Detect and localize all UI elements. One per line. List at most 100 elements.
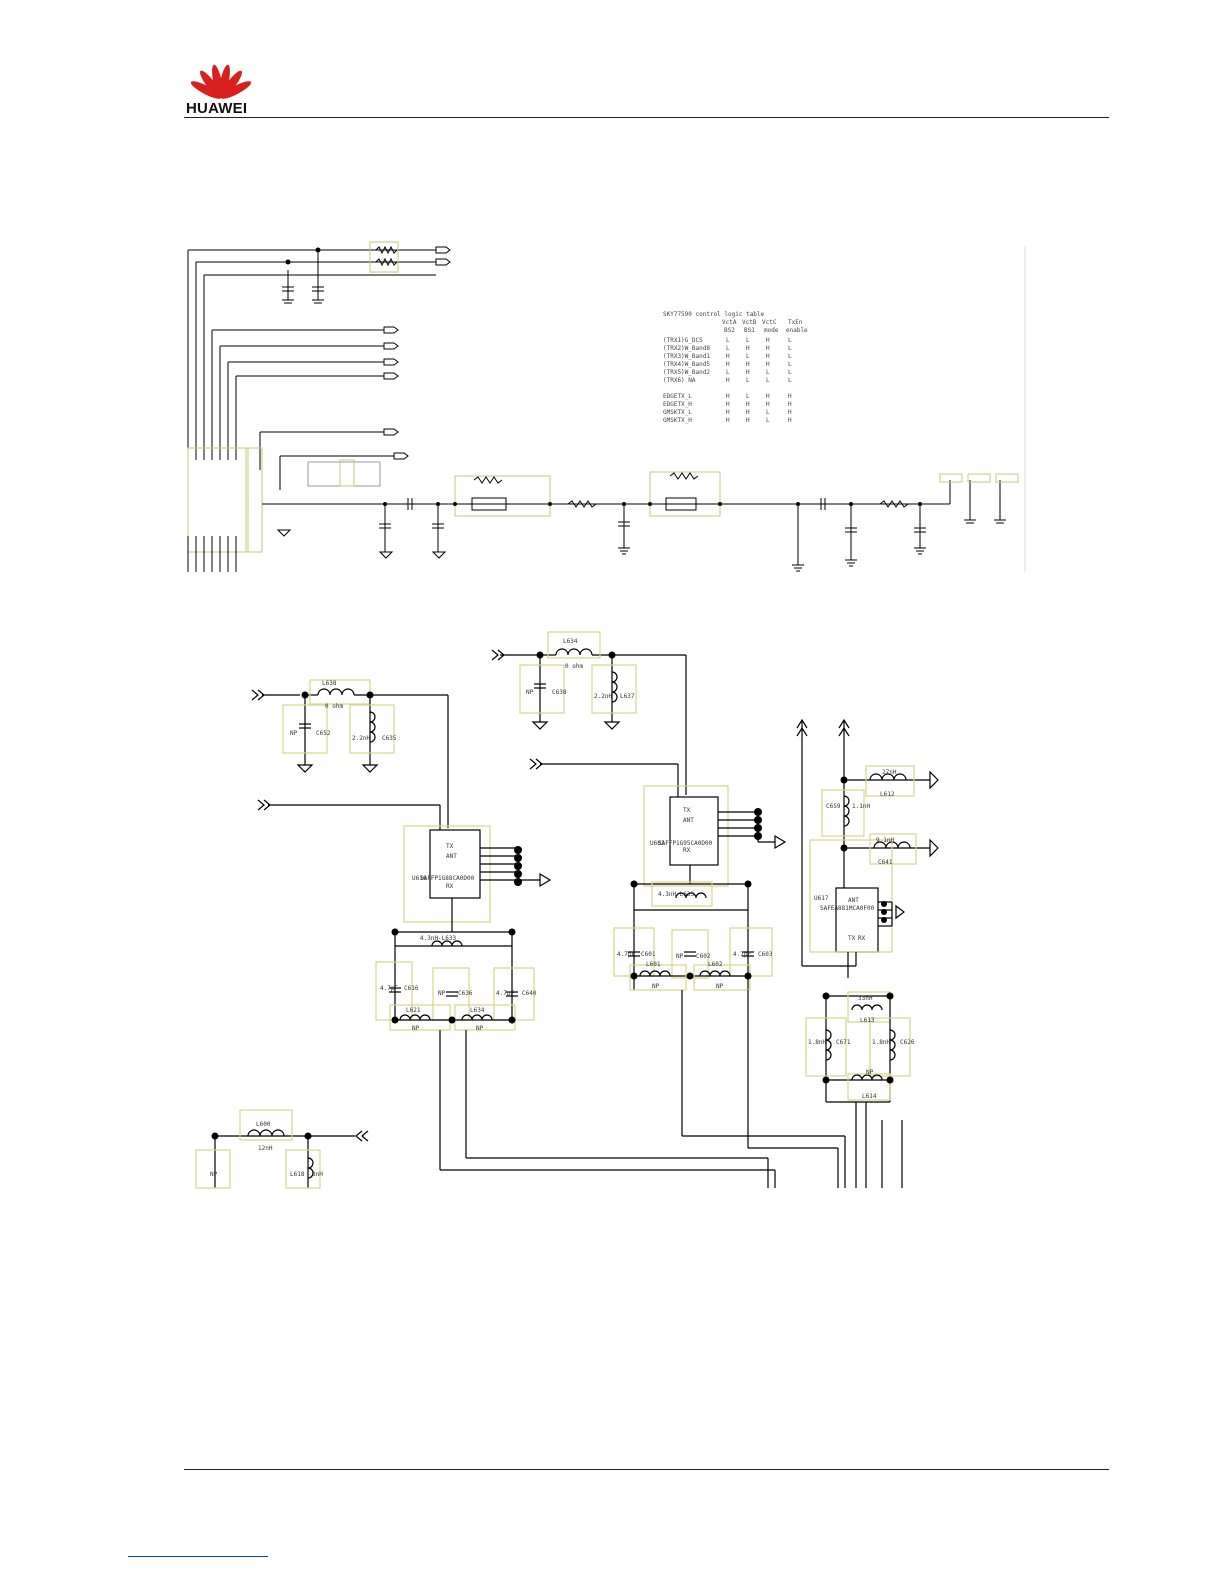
- svg-text:L: L: [746, 353, 750, 360]
- u616-part: SAFFP1G88CA0D00: [420, 875, 475, 882]
- logic-row-label: EDGETX_L: [663, 393, 692, 400]
- svg-text:L: L: [788, 369, 792, 376]
- l602-label: L602: [708, 961, 723, 968]
- logic-sub-1: BS2: [724, 327, 735, 334]
- huawei-flower-logo: [190, 64, 252, 99]
- np-label: NP: [652, 983, 660, 990]
- l618-value: 3nH: [312, 1171, 323, 1178]
- logic-row-label: (TRX1)G_DCS: [663, 337, 703, 344]
- c603-label: C603: [758, 951, 773, 958]
- svg-text:L: L: [788, 377, 792, 384]
- u602-name: U602: [650, 840, 665, 847]
- l613-label: L613: [860, 1017, 875, 1024]
- logic-table-title: SKY77590 control logic table: [663, 311, 765, 318]
- svg-text:H: H: [726, 417, 730, 424]
- l612-value: 27nH: [882, 769, 897, 776]
- logic-row-label: (TRX2)W_Band8: [663, 345, 710, 352]
- svg-text:H: H: [726, 353, 730, 360]
- svg-text:H: H: [766, 393, 770, 400]
- logic-row-label: (TRX4)W_Band5: [663, 361, 710, 368]
- c652-label: C652: [316, 730, 331, 737]
- svg-text:L: L: [726, 345, 730, 352]
- svg-text:H: H: [746, 401, 750, 408]
- l637-label: L637: [620, 693, 635, 700]
- svg-text:L: L: [788, 337, 792, 344]
- svg-text:L: L: [788, 345, 792, 352]
- c638-label: C638: [552, 689, 567, 696]
- np-label: NP: [210, 1171, 218, 1178]
- l614-label: L614: [862, 1093, 877, 1100]
- svg-text:H: H: [766, 353, 770, 360]
- svg-text:H: H: [746, 345, 750, 352]
- u602-part: SAFFP1G95CA0D00: [658, 840, 713, 847]
- l634-value: 0 ohm: [565, 663, 583, 670]
- l638-label: L638: [322, 680, 337, 687]
- svg-text:L: L: [746, 393, 750, 400]
- l-value: 2.2nH: [352, 735, 370, 742]
- c659-value: 1.1nH: [852, 803, 870, 810]
- c601-label: C601: [641, 951, 656, 958]
- logic-row-label: GMSKTX_L: [663, 409, 692, 416]
- brand-name: HUAWEI: [186, 100, 248, 117]
- header-rule: [184, 117, 1109, 118]
- logic-col-4: TxEn: [788, 319, 803, 326]
- c671-value: 1.8nH: [808, 1039, 826, 1046]
- l618-label: L618: [290, 1171, 305, 1178]
- svg-text:H: H: [746, 417, 750, 424]
- u617-part: SAFEA881MCA0F00: [820, 905, 875, 912]
- c671-label: C671: [836, 1039, 851, 1046]
- svg-text:H: H: [726, 377, 730, 384]
- svg-text:L: L: [788, 353, 792, 360]
- c641-value: 9.1nH: [876, 837, 894, 844]
- logic-row-label: (TRX6) NA: [663, 377, 696, 384]
- c659-label: C659: [826, 803, 841, 810]
- svg-text:L: L: [746, 377, 750, 384]
- svg-text:H: H: [746, 361, 750, 368]
- svg-text:L: L: [766, 369, 770, 376]
- u617-rx: RX: [858, 935, 866, 942]
- logic-sub-2: BS1: [744, 327, 755, 334]
- l638-value: 0 ohm: [325, 703, 343, 710]
- u617-ant: ANT: [848, 897, 859, 904]
- l613-value: 33nH: [858, 995, 873, 1002]
- c616-label: C616: [404, 985, 419, 992]
- u616-rx: RX: [446, 883, 454, 890]
- l633b-label: 4.3nH-L633: [658, 891, 695, 898]
- logic-row-label: GMSKTX_H: [663, 417, 692, 424]
- l601-label: L601: [646, 961, 661, 968]
- svg-text:L: L: [726, 337, 730, 344]
- c641-label: C641: [878, 859, 893, 866]
- l634-label: L634: [563, 638, 578, 645]
- footnote-link-line[interactable]: [128, 1556, 268, 1557]
- svg-text:H: H: [788, 417, 792, 424]
- c640-value: 4.7pF: [496, 990, 514, 997]
- svg-text:L: L: [746, 337, 750, 344]
- u602-rx: RX: [683, 847, 691, 854]
- np-label: NP: [866, 1069, 874, 1076]
- svg-text:H: H: [788, 393, 792, 400]
- u602-tx: TX: [683, 807, 691, 814]
- svg-text:H: H: [766, 361, 770, 368]
- svg-text:H: H: [766, 401, 770, 408]
- c602-np: NP: [676, 953, 684, 960]
- svg-text:L: L: [766, 409, 770, 416]
- footer-rule: [184, 1469, 1109, 1470]
- svg-text:H: H: [746, 369, 750, 376]
- c636-np: NP: [438, 990, 446, 997]
- u616-name: U616: [412, 875, 427, 882]
- svg-text:H: H: [746, 409, 750, 416]
- c601-value: 4.7pF: [617, 951, 635, 958]
- svg-text:H: H: [726, 409, 730, 416]
- logic-sub-4: enable: [786, 327, 808, 334]
- svg-text:L: L: [788, 361, 792, 368]
- l637-value: 2.2nH: [594, 693, 612, 700]
- c636-label: C636: [458, 990, 473, 997]
- svg-text:H: H: [726, 393, 730, 400]
- logic-row-label: EDGETX_H: [663, 401, 692, 408]
- logic-col-3: VctC: [762, 319, 777, 326]
- c638-np: NP: [526, 689, 534, 696]
- u616-ant: ANT: [446, 853, 457, 860]
- control-logic-table: SKY77590 control logic table VctA VctB V…: [663, 311, 808, 424]
